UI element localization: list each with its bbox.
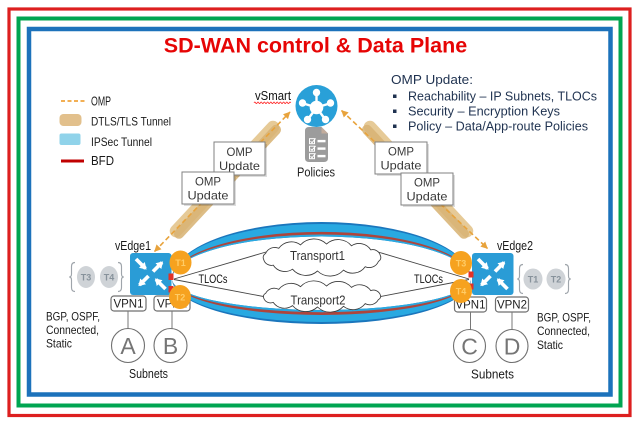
svg-text:IPSec Tunnel: IPSec Tunnel [91,135,152,149]
svg-text:OMP: OMP [414,176,440,190]
svg-text:Connected,: Connected, [46,323,99,337]
svg-text:T4: T4 [104,273,115,283]
svg-text:B: B [163,333,178,359]
svg-text:SD-WAN control & Data Plane: SD-WAN control & Data Plane [164,34,467,58]
svg-text:Subnets: Subnets [129,367,168,381]
svg-text:TLOCs: TLOCs [199,274,228,286]
svg-text:Static: Static [46,337,72,351]
svg-text:OMP: OMP [227,145,253,159]
svg-text:Policies: Policies [297,166,335,180]
svg-text:BGP, OSPF,: BGP, OSPF, [537,311,591,325]
svg-text:Transport2: Transport2 [291,294,346,308]
svg-text:BFD: BFD [91,154,114,168]
svg-text:VPN1: VPN1 [113,299,143,311]
svg-text:Connected,: Connected, [537,324,590,338]
svg-text:Transport1: Transport1 [290,249,345,263]
svg-text:BGP, OSPF,: BGP, OSPF, [46,310,100,324]
svg-text:DTLS/TLS Tunnel: DTLS/TLS Tunnel [91,115,171,129]
svg-text:T1: T1 [175,258,186,268]
svg-text:Update: Update [407,190,448,204]
svg-text:vEdge1: vEdge1 [115,239,151,253]
svg-text:OMP: OMP [388,145,414,159]
svg-text:Update: Update [188,189,229,203]
svg-text:Update: Update [381,159,422,173]
svg-text:Policy – Data/App-route Polici: Policy – Data/App-route Policies [408,119,588,134]
svg-text:vSmart: vSmart [255,89,291,103]
svg-text:Reachability – IP Subnets, TLO: Reachability – IP Subnets, TLOCs [408,89,597,104]
svg-text:vEdge2: vEdge2 [497,239,533,253]
svg-text:Static: Static [537,338,563,352]
svg-text:T3: T3 [456,259,467,269]
svg-text:T4: T4 [456,287,467,297]
svg-text:A: A [120,333,136,359]
svg-text:OMP: OMP [91,95,111,109]
svg-text:T3: T3 [81,273,92,283]
svg-text:T2: T2 [175,293,186,303]
svg-text:C: C [461,334,478,360]
svg-text:T2: T2 [551,275,562,285]
svg-text:VPN2: VPN2 [497,300,527,312]
svg-text:Update: Update [219,159,260,173]
svg-text:T1: T1 [528,275,539,285]
svg-text:TLOCs: TLOCs [414,274,443,286]
svg-text:Security – Encryption Keys: Security – Encryption Keys [408,104,560,119]
svg-text:OMP Update:: OMP Update: [391,72,473,87]
svg-text:Subnets: Subnets [471,368,514,382]
svg-text:OMP: OMP [195,175,221,189]
svg-text:D: D [504,334,521,360]
